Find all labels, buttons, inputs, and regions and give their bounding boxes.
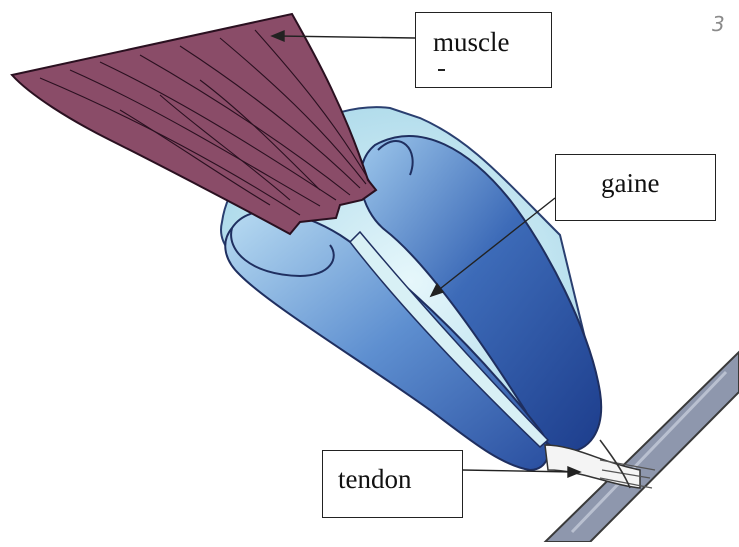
muscle-label: muscle	[433, 27, 509, 58]
gaine-label-box: gaine	[555, 154, 716, 221]
label-tick-mark	[438, 69, 445, 71]
muscle-belly	[12, 14, 376, 234]
gaine-label: gaine	[601, 168, 659, 199]
tendon-label-box: tendon	[322, 450, 463, 518]
muscle-label-box: muscle	[415, 12, 552, 88]
page-number: 3	[712, 12, 725, 36]
tendon-label: tendon	[338, 464, 412, 495]
